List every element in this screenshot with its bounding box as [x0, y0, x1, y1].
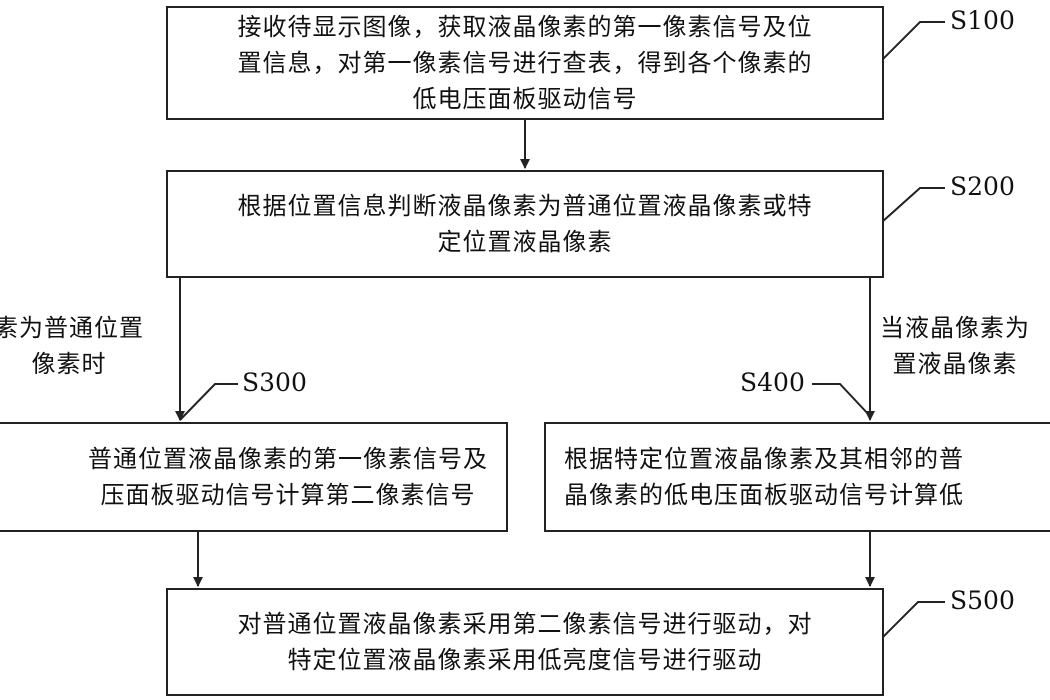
step-box-s100-text: 接收待显示图像，获取液晶像素的第一像素信号及位 置信息，对第一像素信号进行查表，… — [237, 13, 813, 113]
step-box-s300: 普通位置液晶像素的第一像素信号及 压面板驱动信号计算第二像素信号 — [0, 422, 508, 532]
leader-line-s300 — [179, 383, 238, 421]
step-box-s200: 根据位置信息判断液晶像素为普通位置液晶像素或特 定位置液晶像素 — [166, 170, 884, 278]
step-box-s500-text: 对普通位置液晶像素采用第二像素信号进行驱动，对 特定位置液晶像素采用低亮度信号进… — [237, 610, 813, 674]
step-box-s500: 对普通位置液晶像素采用第二像素信号进行驱动，对 特定位置液晶像素采用低亮度信号进… — [166, 588, 884, 696]
step-box-s300-text: 普通位置液晶像素的第一像素信号及 压面板驱动信号计算第二像素信号 — [88, 445, 488, 509]
condition-label-left: 素为普通位置 像素时 — [0, 314, 144, 378]
step-label-s100: S100 — [950, 6, 1015, 35]
leader-line-s500 — [879, 601, 945, 641]
step-label-s300: S300 — [242, 368, 307, 397]
leader-line-s200 — [881, 187, 945, 223]
step-box-s400: 根据特定位置液晶像素及其相邻的普 晶像素的低电压面板驱动信号计算低 — [544, 422, 1050, 532]
step-label-s500: S500 — [950, 586, 1015, 615]
leader-line-s400 — [812, 383, 871, 417]
step-label-s400: S400 — [740, 368, 805, 397]
condition-label-right: 当液晶像素为 置液晶像素 — [880, 314, 1030, 378]
step-box-s400-text: 根据特定位置液晶像素及其相邻的普 晶像素的低电压面板驱动信号计算低 — [564, 445, 964, 509]
step-box-s100: 接收待显示图像，获取液晶像素的第一像素信号及位 置信息，对第一像素信号进行查表，… — [166, 6, 884, 120]
leader-line-s100 — [881, 21, 945, 61]
step-label-s200: S200 — [950, 172, 1015, 201]
step-box-s200-text: 根据位置信息判断液晶像素为普通位置液晶像素或特 定位置液晶像素 — [237, 192, 813, 256]
